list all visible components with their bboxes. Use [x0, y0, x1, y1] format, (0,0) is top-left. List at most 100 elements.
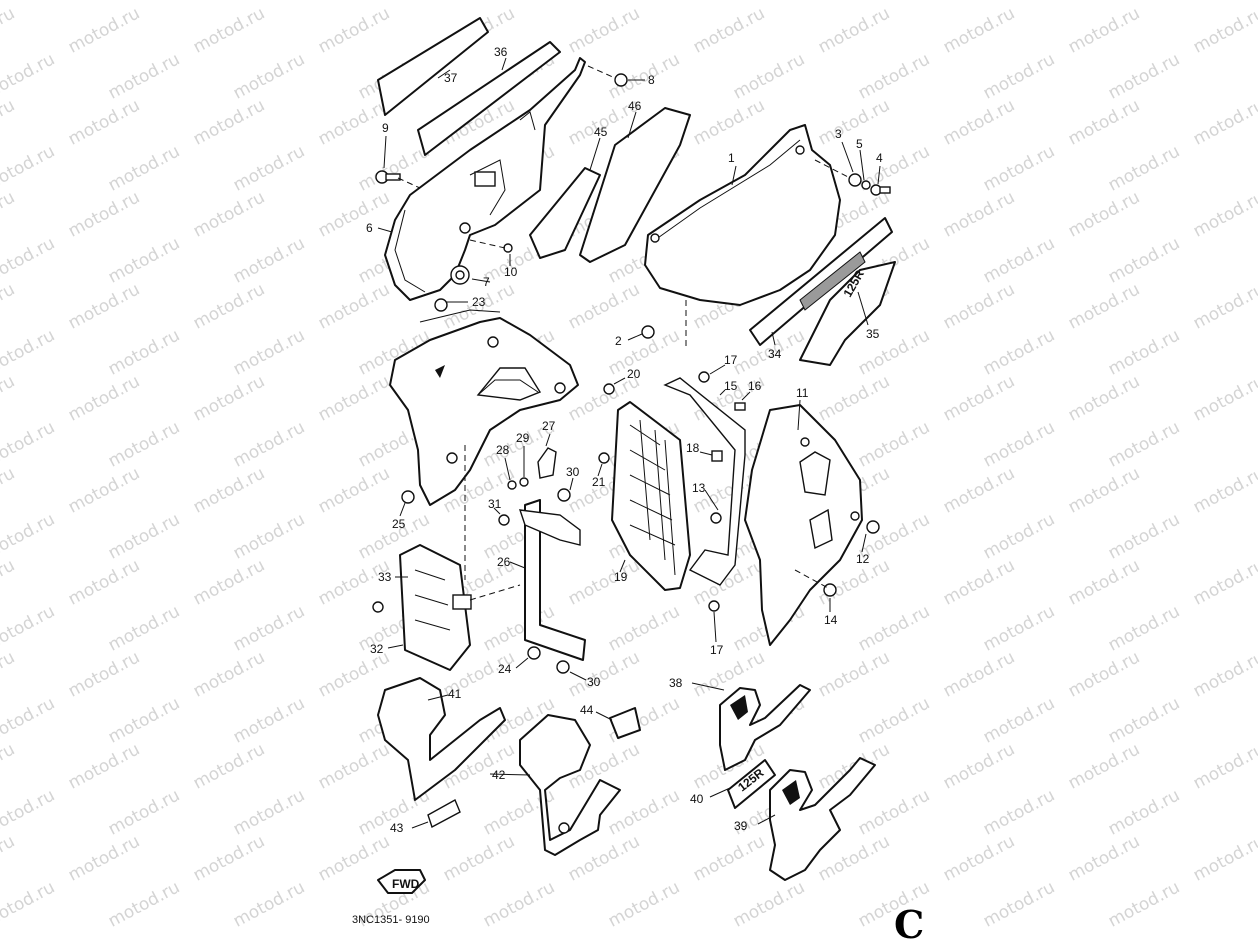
part-radiator-guard-19	[611, 401, 691, 591]
part-bolt-12	[866, 520, 880, 534]
callout-label: 42	[492, 768, 506, 782]
part-bolt-30-lower	[556, 660, 570, 674]
callout-label: 33	[378, 570, 392, 584]
part-decal-44	[609, 707, 641, 739]
callout-label: 8	[648, 73, 655, 87]
part-decal-43	[427, 799, 461, 829]
part-washer-29	[519, 477, 529, 487]
part-bolt-17-upper	[698, 371, 710, 383]
callout-label: 17	[724, 353, 738, 367]
callout-label: 44	[580, 703, 594, 717]
callout-label: 4	[876, 151, 883, 165]
callout-label: 30	[566, 465, 580, 479]
part-bolt-9	[375, 170, 401, 184]
callout-label: 17	[710, 643, 724, 657]
callout-label: 25	[392, 517, 406, 531]
part-nut-24	[527, 646, 541, 660]
part-bolt-30-upper	[557, 488, 571, 502]
callout-label: 13	[692, 481, 706, 495]
callout-label: 32	[370, 642, 384, 656]
callout-label: 31	[488, 497, 502, 511]
part-nut-8	[614, 73, 628, 87]
part-decal-34	[749, 217, 893, 346]
part-grommet-7	[450, 265, 470, 285]
part-washer-21	[598, 452, 610, 464]
diagram-code: 3NC1351- 9190	[352, 914, 430, 926]
corner-letter: C	[894, 902, 925, 944]
part-bracket-27	[537, 447, 557, 479]
callout-label: 30	[587, 675, 601, 689]
callout-label: 14	[824, 613, 838, 627]
part-grommet-23	[434, 298, 448, 312]
part-decal-37	[377, 17, 489, 116]
callout-label: 19	[614, 570, 628, 584]
callout-label: 6	[366, 221, 373, 235]
callout-label: 24	[498, 662, 512, 676]
callout-label: 27	[542, 419, 556, 433]
part-washer-5	[861, 180, 871, 190]
part-grommet-13	[710, 512, 722, 524]
callout-label: 5	[856, 137, 863, 151]
fwd-decal-text: FWD	[392, 877, 420, 891]
part-panel-45	[529, 167, 601, 259]
callout-label: 36	[494, 45, 508, 59]
leader-lines	[377, 57, 881, 829]
part-clip-16	[734, 402, 746, 411]
callout-label: 46	[628, 99, 642, 113]
part-decal-38	[719, 684, 811, 771]
callout-label: 37	[444, 71, 458, 85]
callout-label: 34	[768, 347, 782, 361]
part-bolt-25	[401, 490, 415, 504]
part-shroud-right	[744, 404, 863, 646]
callout-label: 29	[516, 431, 530, 445]
part-stay-26	[518, 499, 586, 661]
callout-label: 9	[382, 121, 389, 135]
callout-label: 26	[497, 555, 511, 569]
part-frame-15	[663, 377, 746, 586]
part-decal-39	[769, 757, 876, 881]
callout-label: 38	[669, 676, 683, 690]
callout-label: 23	[472, 295, 486, 309]
callout-label: 15	[724, 379, 738, 393]
callout-label: 40	[690, 792, 704, 806]
part-clip-31	[498, 514, 510, 526]
callout-label: 10	[504, 265, 518, 279]
callout-label: 16	[748, 379, 762, 393]
part-bolt-14	[823, 583, 837, 597]
callout-label: 12	[856, 552, 870, 566]
part-louver-32-33	[372, 544, 472, 671]
part-decal-40: 125R	[727, 759, 776, 809]
callout-label: 41	[448, 687, 462, 701]
callout-labels: 1 2 3 4 5 6 7 8 9 10 11 12 13 14 15 16 1…	[366, 45, 883, 835]
part-washer-10	[503, 243, 513, 253]
part-nut-20	[603, 383, 615, 395]
callout-label: 11	[796, 386, 809, 400]
part-bolt-4	[870, 184, 891, 196]
callout-label: 28	[496, 443, 510, 457]
part-strip-36	[417, 41, 561, 156]
part-shroud-left	[389, 309, 579, 506]
callout-label: 39	[734, 819, 748, 833]
callout-label: 7	[483, 275, 490, 289]
callout-label: 21	[592, 475, 606, 489]
callout-label: 3	[835, 127, 842, 141]
part-decal-41	[377, 677, 506, 801]
part-grommet-3	[848, 173, 862, 187]
part-collar-18	[711, 450, 723, 462]
part-bolt-28	[507, 480, 517, 490]
part-panel-46	[579, 107, 691, 263]
part-decal-42	[519, 714, 621, 856]
part-side-cover-right	[644, 124, 841, 306]
part-decal-35: 125R	[799, 261, 896, 366]
part-bolt-17-lower	[708, 600, 720, 612]
callout-label: 1	[728, 151, 735, 165]
part-side-cover-left	[384, 57, 586, 301]
part-fwd-decal: FWD	[377, 869, 426, 894]
callout-label: 43	[390, 821, 404, 835]
callout-label: 35	[866, 327, 880, 341]
callout-label: 45	[594, 125, 608, 139]
callout-label: 2	[615, 334, 622, 348]
callout-label: 18	[686, 441, 700, 455]
